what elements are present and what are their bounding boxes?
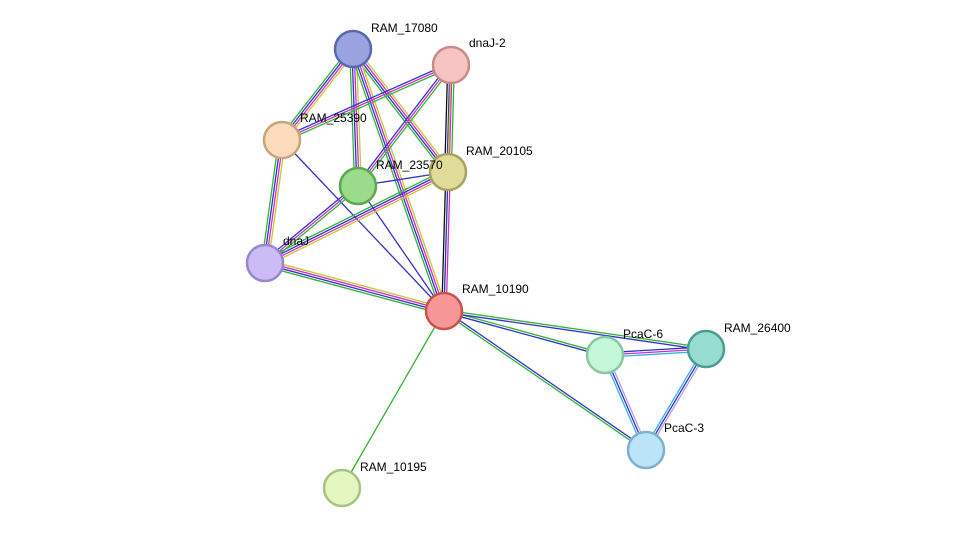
edge-RAM_17080-RAM_25390	[278, 46, 357, 143]
edge-line	[263, 265, 444, 315]
edge-RAM_17080-RAM_20105	[349, 46, 452, 175]
edge-line	[647, 349, 709, 452]
edge-line	[443, 171, 449, 312]
edge-RAM_25390-dnaJ	[261, 139, 286, 264]
node-label-RAM_25390: RAM_25390	[300, 111, 367, 125]
edge-line	[267, 140, 286, 264]
edge-line	[643, 347, 705, 450]
node-RAM_10190[interactable]	[424, 291, 464, 331]
edge-line	[349, 50, 446, 175]
node-RAM_25390[interactable]	[262, 120, 302, 160]
edge-line	[266, 174, 450, 267]
edge-line	[349, 49, 356, 187]
edge-dnaJ-2-RAM_25390	[280, 62, 453, 143]
edge-line	[645, 348, 707, 451]
node-label-RAM_23570: RAM_23570	[376, 158, 443, 172]
edge-line	[264, 185, 359, 264]
edge-RAM_25390-RAM_10190	[281, 139, 445, 312]
node-RAM_23570[interactable]	[338, 166, 378, 206]
edge-dnaJ-2-RAM_23570	[355, 63, 454, 188]
node-label-RAM_20105: RAM_20105	[466, 144, 533, 158]
edge-line	[359, 65, 454, 188]
node-dnaJ[interactable]	[245, 243, 285, 283]
edge-line	[444, 309, 647, 450]
edge-line	[353, 47, 450, 172]
node-label-PcaC-6: PcaC-6	[623, 327, 663, 341]
node-label-RAM_10190: RAM_10190	[462, 282, 529, 296]
edge-line	[284, 50, 357, 143]
edge-line	[264, 170, 448, 263]
edge-RAM_10190-PcaC-3	[443, 309, 647, 452]
node-RAM_17080[interactable]	[333, 29, 373, 69]
node-RAM_10195[interactable]	[322, 468, 362, 508]
edge-line	[355, 63, 450, 186]
node-label-dnaJ-2: dnaJ-2	[469, 36, 506, 50]
edge-dnaJ-RAM_10190	[263, 259, 446, 315]
node-label-RAM_17080: RAM_17080	[371, 21, 438, 35]
node-label-RAM_10195: RAM_10195	[360, 460, 427, 474]
edge-line	[265, 140, 284, 264]
node-RAM_20105[interactable]	[428, 152, 468, 192]
edge-line	[265, 259, 446, 309]
node-label-RAM_26400: RAM_26400	[724, 321, 791, 335]
edge-line	[443, 311, 605, 357]
edge-line	[280, 62, 451, 139]
edge-RAM_10190-RAM_26400	[443, 309, 707, 351]
edge-line	[281, 139, 445, 312]
network-nodes	[245, 29, 726, 508]
node-label-PcaC-3: PcaC-3	[664, 421, 704, 435]
edge-line	[263, 168, 447, 261]
network-labels: RAM_17080 dnaJ-2RAM_25390RAM_20105RAM_235…	[283, 21, 791, 474]
edge-line	[444, 309, 606, 355]
edge-line	[443, 311, 706, 351]
edge-RAM_23570-dnaJ	[263, 183, 360, 266]
edge-line	[263, 139, 282, 263]
edge-RAM_20105-dnaJ	[263, 168, 450, 267]
node-RAM_26400[interactable]	[686, 329, 726, 369]
edge-line	[443, 311, 646, 452]
edge-RAM_10190-RAM_10195	[341, 310, 445, 489]
edge-RAM_10190-PcaC-6	[443, 309, 606, 357]
edge-line	[280, 47, 353, 140]
edge-line	[445, 172, 451, 312]
edge-line	[281, 64, 452, 141]
node-PcaC-6[interactable]	[585, 335, 625, 375]
edge-line	[265, 261, 445, 311]
edge-RAM_23570-RAM_10190	[357, 185, 445, 312]
edge-line	[341, 310, 445, 489]
edge-line	[263, 183, 358, 262]
edge-line	[444, 309, 707, 349]
node-label-dnaJ: dnaJ	[283, 234, 309, 248]
node-dnaJ-2[interactable]	[431, 45, 471, 85]
edge-line	[282, 66, 453, 143]
edge-line	[349, 49, 442, 313]
edge-line	[265, 187, 360, 266]
edge-line	[264, 263, 444, 313]
edge-line	[278, 46, 351, 139]
edge-line	[351, 49, 358, 187]
edge-line	[265, 172, 449, 265]
edge-line	[353, 48, 360, 186]
edge-line	[261, 139, 280, 263]
edge-line	[441, 171, 447, 311]
edge-line	[355, 46, 452, 171]
edge-line	[351, 49, 448, 174]
edge-line	[357, 64, 452, 187]
edge-RAM_20105-RAM_10190	[441, 171, 451, 312]
edge-RAM_26400-PcaC-3	[643, 347, 709, 452]
edge-line	[357, 185, 445, 312]
edge-line	[282, 49, 355, 142]
node-PcaC-3[interactable]	[626, 430, 666, 470]
